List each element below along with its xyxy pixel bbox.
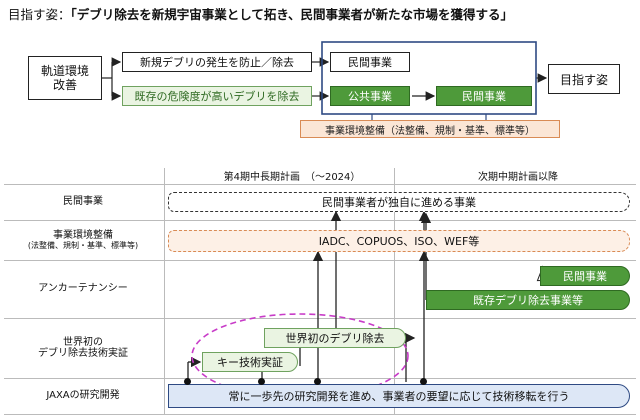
row2-box: 既存の危険度が高いデブリを除去 [122,86,312,106]
anchor-existing-bar: 既存デブリ除去事業等 [426,290,630,310]
row-label-text: 民間事業 [63,196,103,208]
row-label-anchor: アンカーテナンシー [6,262,160,316]
anchor-private-bar: 民間事業 [540,266,630,286]
row-label-private: 民間事業 [6,186,160,218]
env-box: 事業環境整備（法整備、規制・基準、標準等） [300,120,560,138]
row-label-text: アンカーテナンシー [38,283,128,295]
start-box: 軌道環境 改善 [28,56,102,100]
row-label-text: デブリ除去技術実証 [38,348,128,359]
public-box: 公共事業 [330,86,410,106]
goal-box: 目指す姿 [548,64,620,94]
row-label-env: 事業環境整備 (法整備、規制・基準、標準等) [6,222,160,258]
jaxa-rd-bar: 常に一歩先の研究開発を進め、事業者の要望に応じて技術移転を行う [168,384,630,408]
page-title: 目指す姿：「デブリ除去を新規宇宙事業として拓き、民間事業者が新たな市場を獲得する… [8,4,513,23]
private-box: 民間事業 [330,52,410,72]
grid-line [4,414,636,415]
key-tech-bar: キー技術実証 [202,352,298,372]
row-label-text: JAXAの研究開発 [46,390,120,402]
row-label-text: 世界初の [63,336,103,348]
junction-dot [314,378,321,385]
row-label-text: 事業環境整備 [53,229,113,241]
junction-dot [184,378,191,385]
row-label-sub: (法整備、規制・基準、標準等) [27,241,139,251]
row-label-demo: 世界初の デブリ除去技術実証 [6,320,160,376]
col-head-next: 次期中期計画以降 [478,172,558,183]
junction-dot [258,378,265,385]
grid-line [164,168,165,414]
row1-box: 新規デブリの発生を防止／除去 [122,52,312,72]
title-quote: 「デブリ除去を新規宇宙事業として拓き、民間事業者が新たな市場を獲得する」 [70,7,514,22]
private2-box: 民間事業 [436,86,532,106]
top-diagram-connectors [102,41,548,120]
grid-line [4,318,636,319]
world-first-bar: 世界初のデブリ除去 [264,328,406,348]
grid-line [4,184,636,185]
business-frame [321,41,537,115]
grid-line [394,168,395,414]
col-head-current: 第4期中長期計画 （～2024） [223,172,361,183]
private-business-bar: 民間事業者が独自に進める事業 [168,192,630,212]
env-bar: IADC、COPUOS、ISO、WEF等 [168,230,630,252]
grid-line [4,220,636,221]
junction-dot [420,378,427,385]
title-prefix: 目指す姿： [8,7,71,22]
row-label-jaxa: JAXAの研究開発 [6,380,160,412]
